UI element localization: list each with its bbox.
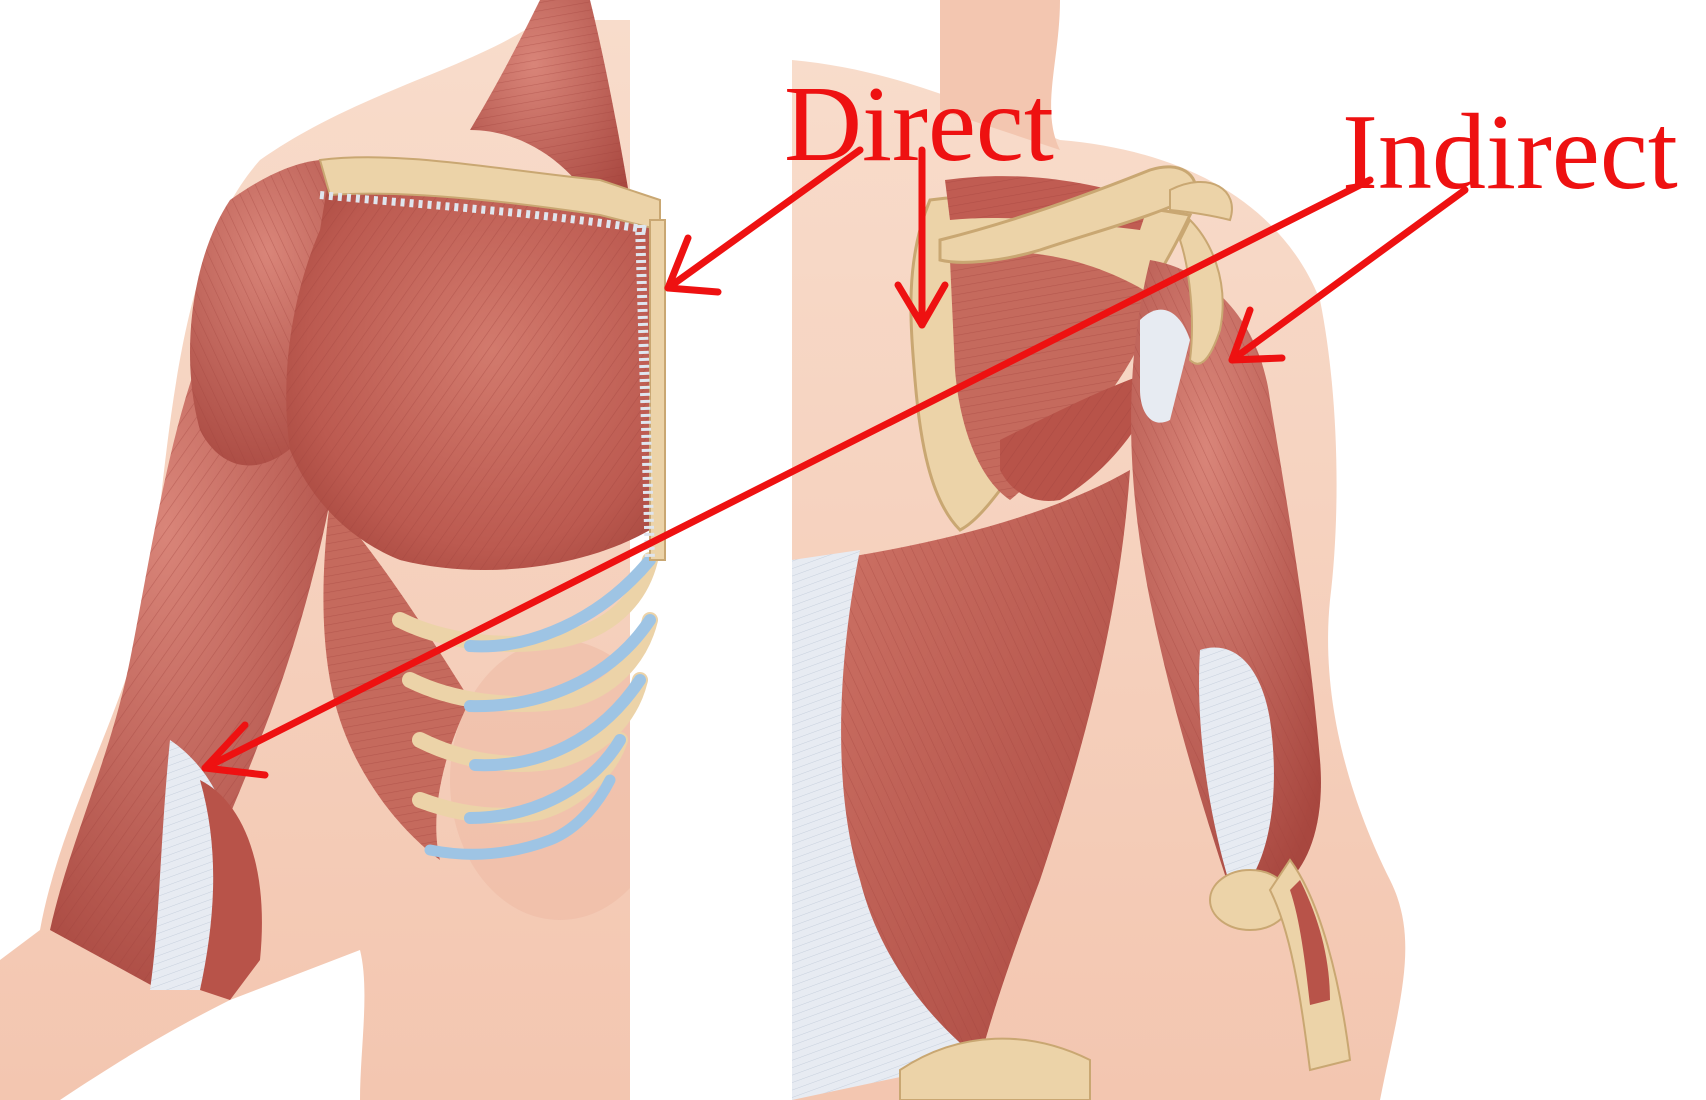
label-indirect: Indirect xyxy=(1342,93,1678,212)
label-direct: Direct xyxy=(784,65,1054,184)
anterior-view xyxy=(0,0,680,1100)
